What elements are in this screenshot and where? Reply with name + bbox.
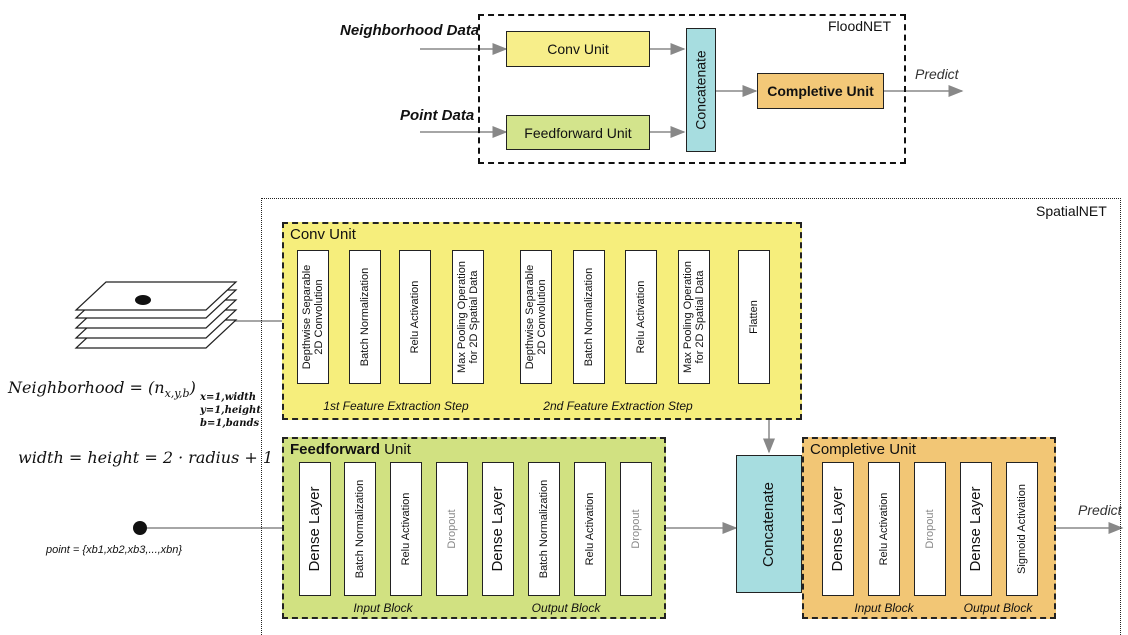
range-y: y=1,height — [200, 405, 261, 416]
feedforward-unit-title: Feedforward Unit — [290, 441, 411, 458]
floodnet-frame — [478, 14, 906, 164]
comp-layer-2: Relu Activation — [868, 462, 900, 596]
comp-layer-4: Dense Layer — [960, 462, 992, 596]
conv-layer-2: Batch Normalization — [349, 250, 381, 384]
point-dot-icon — [133, 521, 147, 535]
conv-layer-6: Batch Normalization — [573, 250, 605, 384]
comp-output-block-label: Output Block — [963, 601, 1033, 615]
ff-input-block-label: Input Block — [353, 601, 413, 615]
ff-layer-2: Batch Normalization — [344, 462, 376, 596]
spatialnet-title: SpatialNET — [1036, 203, 1107, 219]
comp-layer-1: Dense Layer — [822, 462, 854, 596]
comp-input-block-label: Input Block — [854, 601, 914, 615]
ff-layer-7: Relu Activation — [574, 462, 606, 596]
conv-layer-7: Relu Activation — [625, 250, 657, 384]
floodnet-predict-label: Predict — [915, 66, 959, 82]
ff-layer-1: Dense Layer — [299, 462, 331, 596]
comp-layer-3: Dropout — [914, 462, 946, 596]
size-formula: width = height = 2 · radius + 1 — [18, 448, 274, 467]
spatial-concatenate: Concatenate — [736, 455, 802, 593]
neighborhood-formula: Neighborhood = (nx,y,b) — [8, 378, 196, 401]
conv-layer-5: Depthwise Separable 2D Convolution — [520, 250, 552, 384]
comp-layer-5: Sigmoid Activation — [1006, 462, 1038, 596]
range-x: x=1,width — [200, 392, 257, 403]
point-data-label: Point Data — [400, 107, 475, 124]
ff-layer-6: Batch Normalization — [528, 462, 560, 596]
conv-layer-flatten: Flatten — [738, 250, 770, 384]
ff-layer-5: Dense Layer — [482, 462, 514, 596]
conv-layer-4: Max Pooling Operation for 2D Spatial Dat… — [452, 250, 484, 384]
floodnet-title: FloodNET — [828, 18, 892, 34]
feedforward-unit-panel: Feedforward Unit — [282, 437, 666, 619]
ff-layer-4: Dropout — [436, 462, 468, 596]
conv-step-1-label: 1st Feature Extraction Step — [323, 399, 469, 413]
neighborhood-stack-icon — [74, 281, 238, 349]
floodnet-completive-unit: Completive Unit — [757, 73, 884, 109]
completive-unit-title: Completive Unit — [810, 441, 916, 458]
conv-step-2-label: 2nd Feature Extraction Step — [543, 399, 693, 413]
ff-layer-8: Dropout — [620, 462, 652, 596]
ff-layer-3: Relu Activation — [390, 462, 422, 596]
spatialnet-frame — [261, 198, 1121, 635]
conv-layer-8: Max Pooling Operation for 2D Spatial Dat… — [678, 250, 710, 384]
floodnet-feedforward-unit: Feedforward Unit — [506, 115, 650, 150]
point-formula: point = {xb1,xb2,xb3,...,xbn} — [46, 544, 183, 556]
conv-layer-1: Depthwise Separable 2D Convolution — [297, 250, 329, 384]
floodnet-concatenate: Concatenate — [686, 28, 716, 152]
neighborhood-data-label: Neighborhood Data — [340, 22, 480, 39]
floodnet-concatenate-label: Concatenate — [693, 50, 709, 130]
conv-layer-3: Relu Activation — [399, 250, 431, 384]
range-b: b=1,bands — [200, 418, 260, 429]
ff-output-block-label: Output Block — [531, 601, 601, 615]
spatial-concatenate-label: Concatenate — [760, 481, 778, 567]
conv-unit-title: Conv Unit — [290, 226, 356, 243]
spatial-predict-label: Predict — [1078, 502, 1122, 518]
floodnet-conv-unit: Conv Unit — [506, 31, 650, 67]
